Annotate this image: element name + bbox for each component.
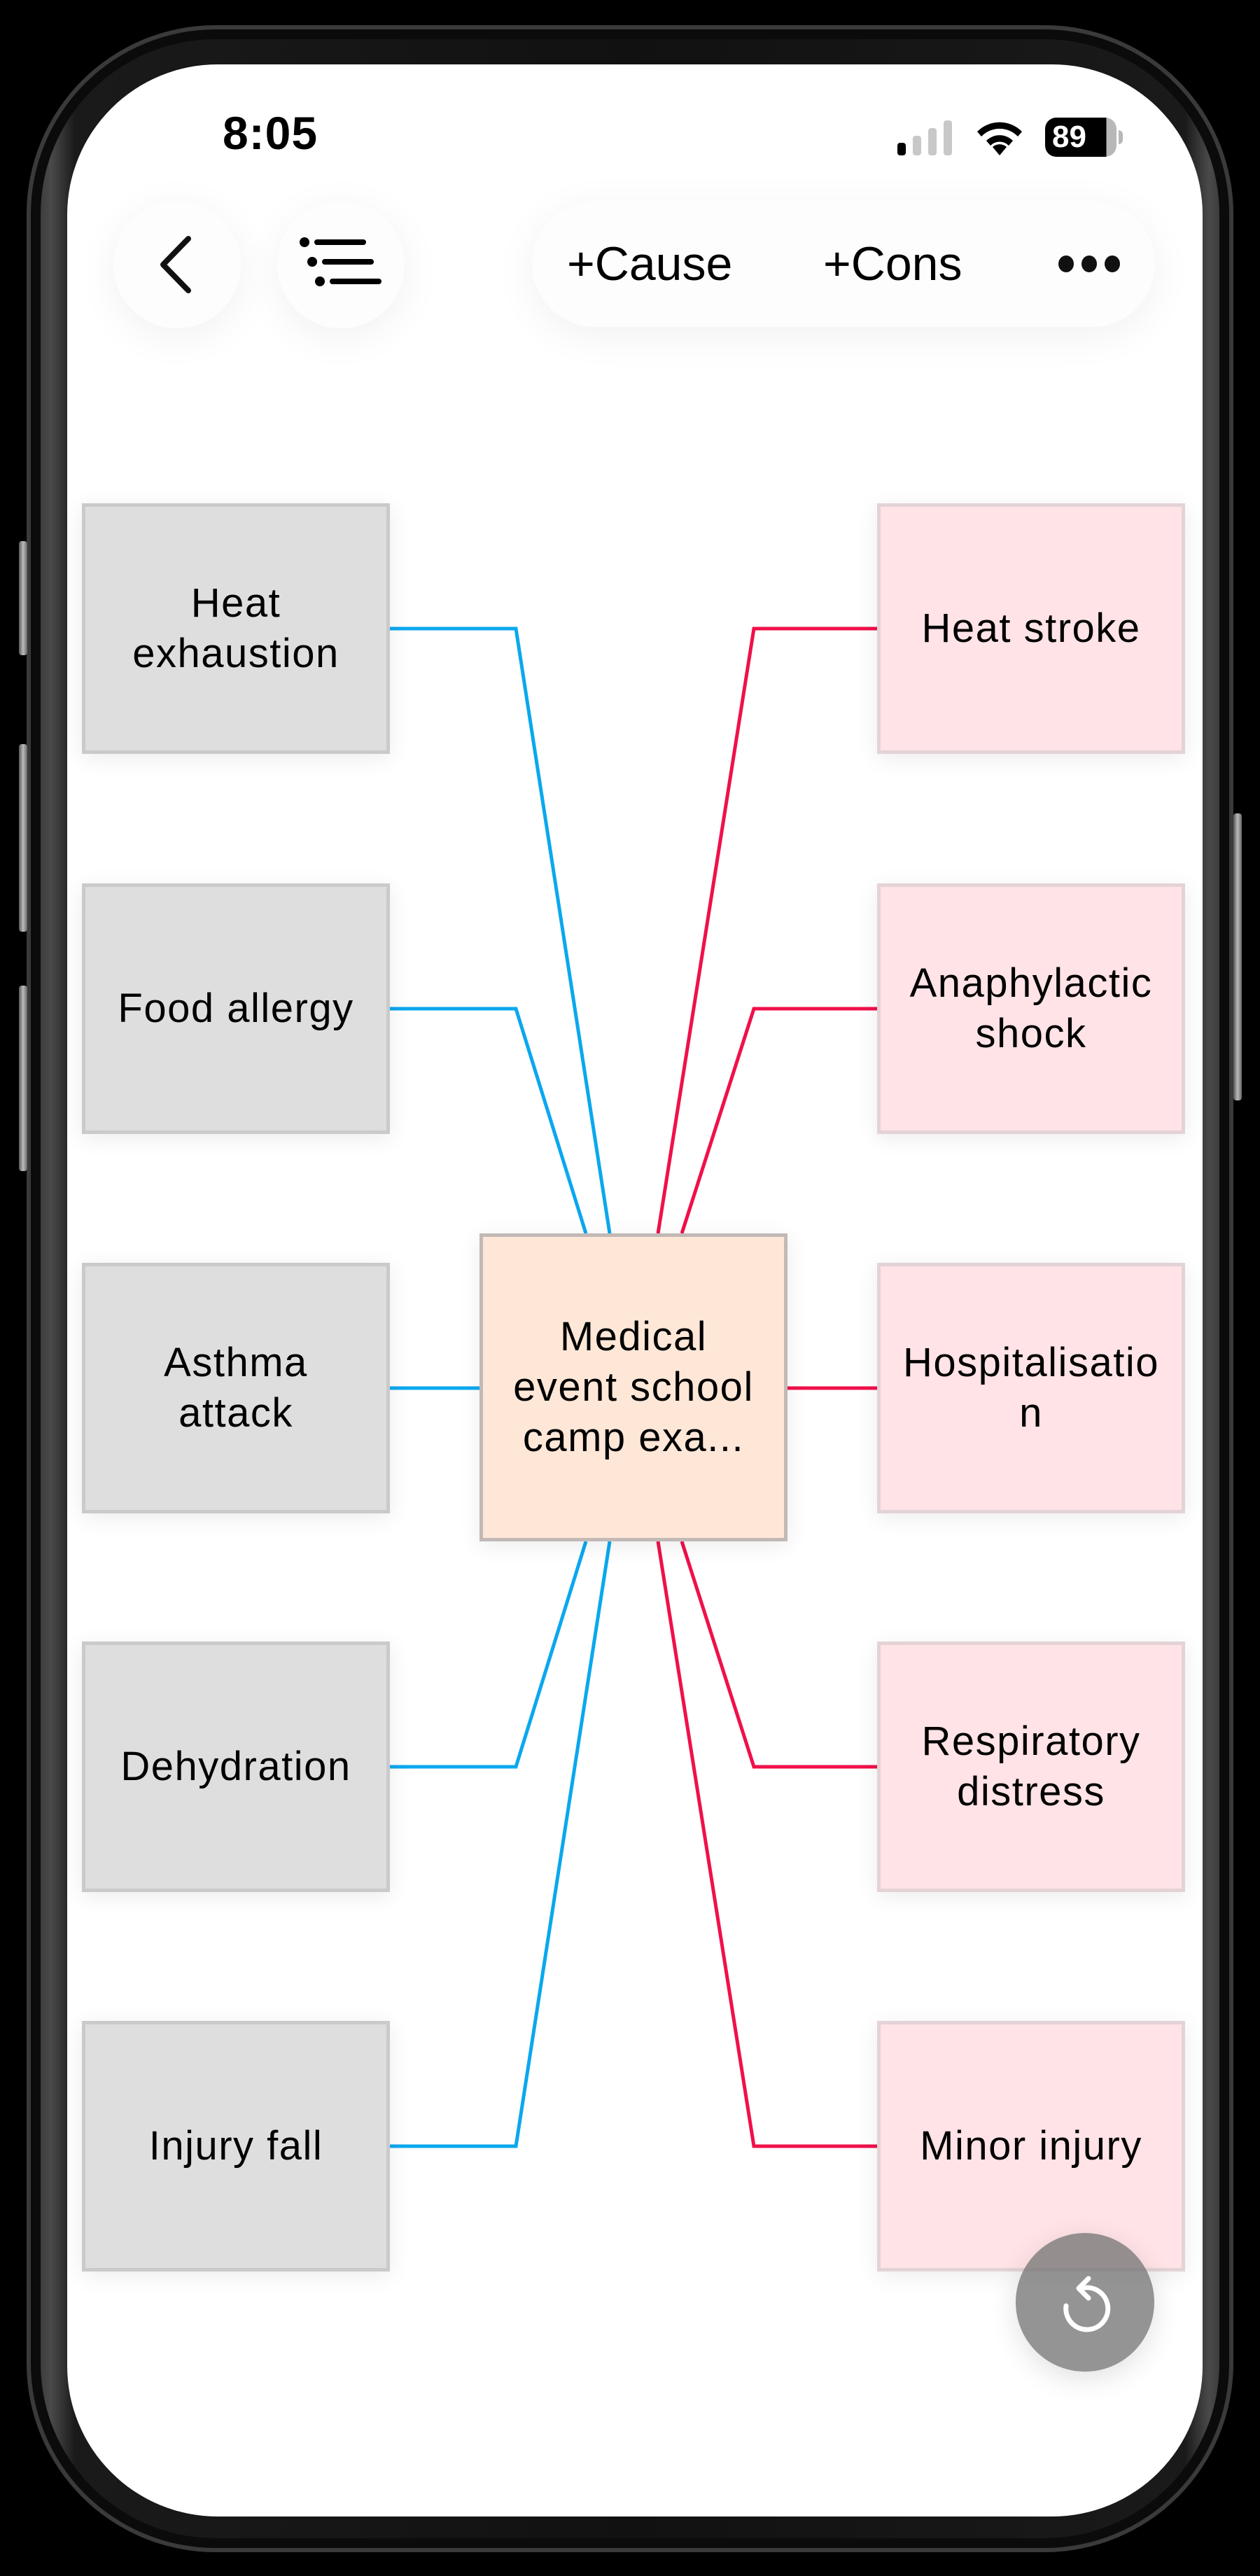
consequence-label: Respiratory distress [921, 1718, 1141, 1814]
chevron-left-icon [160, 236, 191, 293]
reset-rotate-icon [1063, 2276, 1111, 2332]
add-cause-button[interactable]: +Cause [567, 237, 733, 290]
diagram-connectors [389, 626, 877, 2148]
cause-node[interactable]: Dehydration [82, 1642, 390, 1892]
add-cons-button[interactable]: +Cons [823, 237, 962, 290]
reset-view-button[interactable] [1016, 2233, 1154, 2372]
cause-label: Asthma attack [164, 1340, 308, 1436]
action-button [19, 541, 27, 655]
consequence-node[interactable]: Heat stroke [877, 503, 1185, 754]
cause-label: Food allergy [118, 986, 354, 1031]
connector-cause-4 [389, 1541, 588, 1769]
connector-cause-2 [389, 1007, 588, 1234]
consequence-node[interactable]: Anaphylactic shock [877, 883, 1185, 1134]
cellular-signal-icon [897, 119, 953, 155]
central-event-label: Medical event school camp exa... [513, 1314, 754, 1460]
connector-cause-1 [389, 626, 612, 1234]
consequence-label: Anaphylactic shock [909, 960, 1153, 1056]
consequence-label: Hospitalisation [903, 1340, 1159, 1436]
back-button[interactable] [113, 201, 241, 328]
consequence-label: Minor injury [920, 2123, 1142, 2169]
cause-node[interactable]: Food allergy [82, 883, 390, 1134]
consequence-node[interactable]: Minor injury [877, 2021, 1185, 2272]
wifi-icon [977, 122, 1022, 155]
battery-nub [1119, 130, 1123, 144]
consequence-node[interactable]: Respiratory distress [877, 1642, 1185, 1892]
connector-cause-5 [389, 1541, 612, 2148]
status-time: 8:05 [222, 107, 318, 159]
central-event-node[interactable]: Medical event school camp exa... [479, 1233, 788, 1541]
more-options-button[interactable] [1058, 255, 1121, 272]
cause-label: Heat exhaustion [132, 580, 340, 676]
cause-node[interactable]: Asthma attack [82, 1263, 390, 1513]
battery-indicator: 89 [1045, 118, 1116, 157]
ellipsis-dot [1105, 255, 1120, 272]
consequence-node[interactable]: Hospitalisation [877, 1263, 1185, 1513]
volume-up-button [19, 744, 27, 932]
connector-cons-4 [680, 1541, 877, 1769]
consequence-label: Heat stroke [921, 606, 1141, 651]
cause-label: Injury fall [148, 2123, 323, 2169]
connector-cons-1 [656, 626, 877, 1234]
app-screen: 8:05 89 +Cause +Cons [67, 64, 1203, 2516]
cause-node[interactable]: Injury fall [82, 2021, 390, 2272]
toolbar-pill: +Cause +Cons [532, 201, 1155, 327]
ellipsis-icon [1058, 255, 1074, 272]
cause-node[interactable]: Heat exhaustion [82, 503, 390, 754]
power-button [1233, 813, 1242, 1100]
cause-label: Dehydration [120, 1744, 351, 1789]
outline-list-button[interactable] [277, 201, 405, 328]
ellipsis-dot [1082, 255, 1097, 272]
connector-cons-5 [656, 1541, 877, 2148]
connector-cons-2 [680, 1007, 877, 1234]
volume-down-button [19, 986, 27, 1171]
list-indent-icon [300, 237, 382, 286]
